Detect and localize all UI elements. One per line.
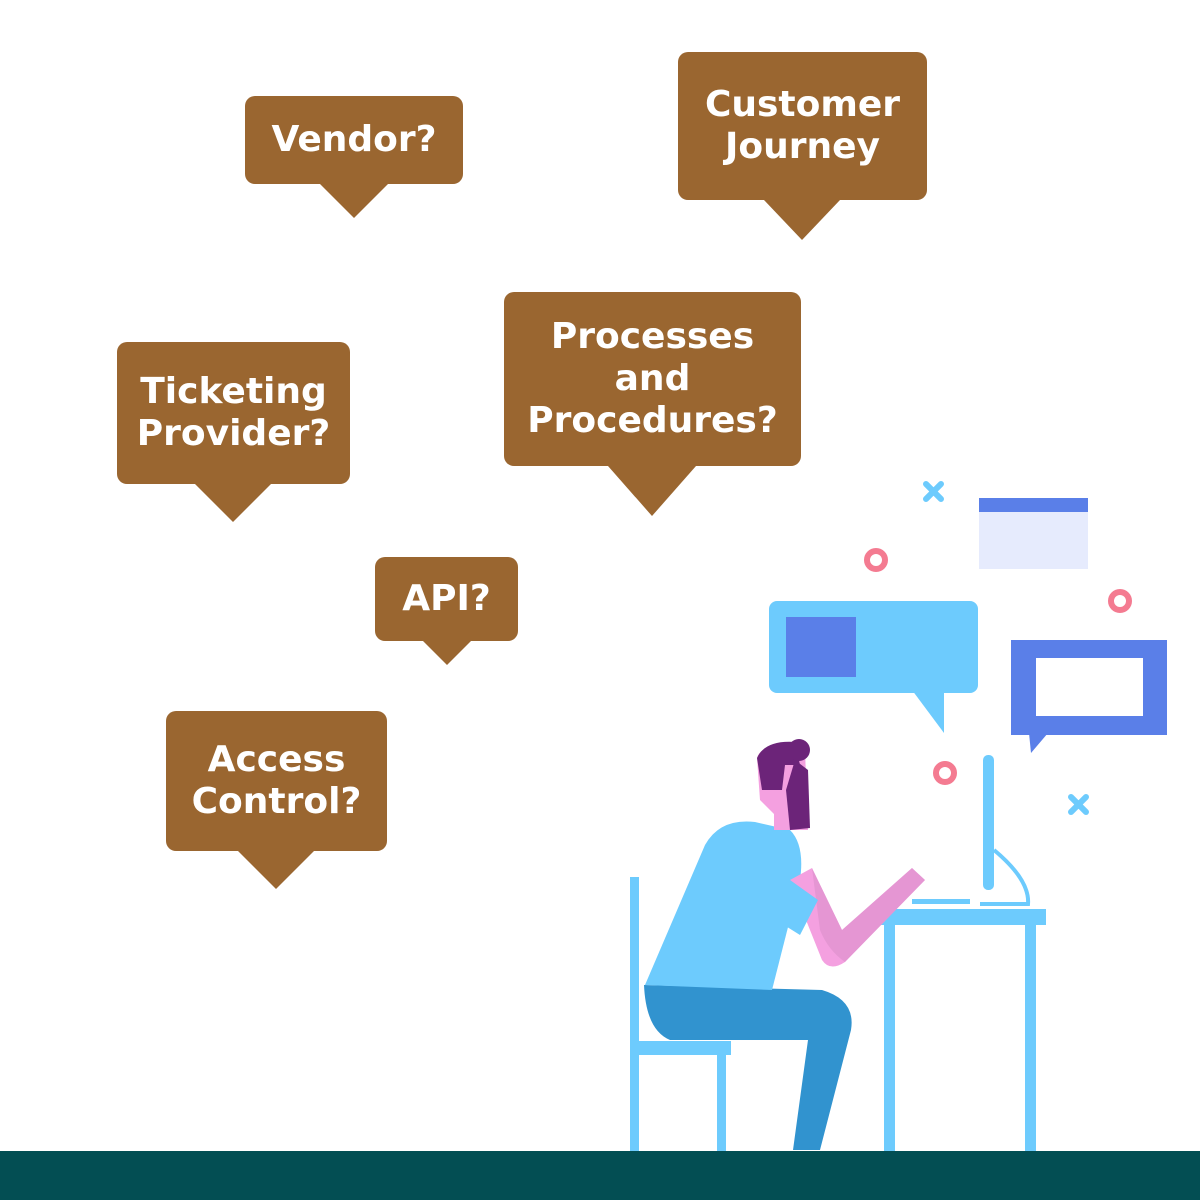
bubble-text-line: Customer bbox=[704, 84, 901, 126]
x-mark-icon bbox=[923, 481, 944, 502]
bubble-text-line: Ticketing bbox=[140, 371, 327, 413]
monitor-icon bbox=[980, 755, 1031, 906]
chat-bubble-outline-icon bbox=[1011, 640, 1167, 753]
ring-icon bbox=[933, 761, 957, 785]
chat-bubble-icon bbox=[769, 601, 978, 733]
bubble-text-line: Processes bbox=[550, 316, 755, 358]
bubble-text-line: and bbox=[614, 358, 691, 400]
keyboard-icon bbox=[912, 899, 970, 904]
vendor-question-bubble: Vendor? bbox=[245, 96, 463, 218]
footer-bar bbox=[0, 1151, 1200, 1200]
processes-procedures-bubble: Processes and Procedures? bbox=[504, 292, 801, 516]
bubble-text-line: Access bbox=[207, 739, 346, 781]
bubble-text-line: Control? bbox=[191, 781, 362, 822]
window-card-icon bbox=[979, 498, 1088, 569]
customer-journey-bubble: Customer Journey bbox=[678, 52, 927, 240]
chair bbox=[630, 877, 731, 1151]
desk bbox=[878, 909, 1046, 1151]
bubble-text-line: API? bbox=[402, 578, 491, 620]
bubble-text-line: Procedures? bbox=[527, 399, 778, 441]
bubble-text-line: Vendor? bbox=[271, 119, 437, 161]
bubble-text-line: Journey bbox=[724, 126, 881, 167]
bubble-text-line: Provider? bbox=[136, 413, 331, 454]
api-question-bubble: API? bbox=[375, 557, 518, 665]
access-control-bubble: Access Control? bbox=[166, 711, 387, 889]
ring-icon bbox=[1108, 589, 1132, 613]
x-mark-icon bbox=[1068, 794, 1089, 815]
person bbox=[644, 739, 925, 1150]
ring-icon bbox=[864, 548, 888, 572]
ticketing-provider-bubble: Ticketing Provider? bbox=[117, 342, 350, 522]
